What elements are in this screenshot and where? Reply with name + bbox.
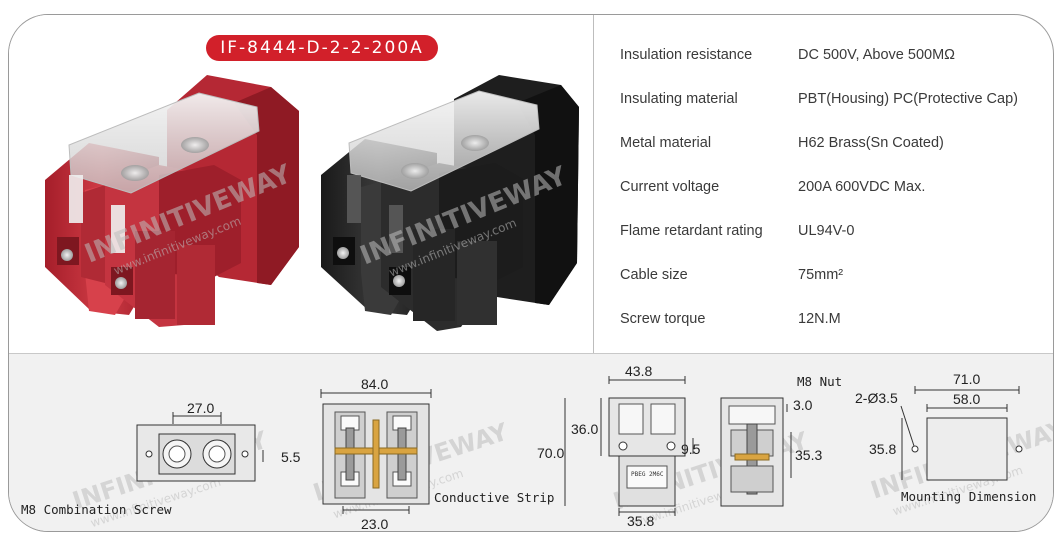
spec-value: 200A 600VDC Max. xyxy=(798,179,926,195)
dim-side-width: 43.8 xyxy=(625,363,652,379)
drawings-canvas: INFINITIVEWAY www.infinitiveway.com INFI… xyxy=(21,363,1053,532)
nut-view-drawing: M8 Nut 3.0 35.3 xyxy=(720,374,842,507)
dim-top-width: 27.0 xyxy=(187,400,214,416)
dim-side-base: 35.8 xyxy=(627,513,654,529)
red-terminal-block xyxy=(45,75,299,327)
dim-mount-height: 35.8 xyxy=(869,441,896,457)
spec-label: Screw torque xyxy=(620,311,706,327)
product-photo-pane: IF-8444-D-2-2-200A xyxy=(9,15,593,353)
dim-section-length: 84.0 xyxy=(361,376,388,392)
vertical-divider xyxy=(593,15,594,353)
spec-value: UL94V-0 xyxy=(798,223,855,239)
spec-row: Insulation resistance DC 500V, Above 500… xyxy=(620,47,1040,67)
section-view-drawing: 84.0 23.0 Conductive Strip xyxy=(320,376,554,532)
spec-label: Flame retardant rating xyxy=(620,223,763,239)
spec-row: Screw torque 12N.M xyxy=(620,311,1040,331)
dim-top-slot: 5.5 xyxy=(281,449,301,465)
black-terminal-block xyxy=(321,75,579,331)
spec-label: Current voltage xyxy=(620,179,720,195)
spec-value: PBT(Housing) PC(Protective Cap) xyxy=(798,91,1018,107)
spec-value: DC 500V, Above 500MΩ xyxy=(798,47,956,63)
spec-label: Metal material xyxy=(620,135,712,151)
dim-side-offset: 9.5 xyxy=(681,441,701,457)
spec-value: H62 Brass(Sn Coated) xyxy=(798,135,944,151)
spec-label: Insulating material xyxy=(620,91,738,107)
caption-conductive-strip: Conductive Strip xyxy=(434,490,554,505)
top-area: IF-8444-D-2-2-200A xyxy=(9,15,1053,353)
spec-value: 12N.M xyxy=(798,311,841,327)
dim-mount-holes: 2-Ø3.5 xyxy=(855,390,898,406)
top-view-drawing: 27.0 5.5 M8 Combination Screw xyxy=(21,400,301,517)
spec-label: Cable size xyxy=(620,267,688,283)
spec-row: Insulating material PBT(Housing) PC(Prot… xyxy=(620,91,1040,111)
dim-nut-height: 35.3 xyxy=(795,447,822,463)
product-photo: INFINITIVEWAY www.infinitiveway.com INFI… xyxy=(45,75,579,331)
side-label: PBEG 2M6C xyxy=(631,471,664,478)
technical-drawings: INFINITIVEWAY www.infinitiveway.com INFI… xyxy=(9,353,1053,532)
side-view-drawing: 43.8 PBEG 2M6C 36.0 70.0 9.5 35.8 xyxy=(537,363,701,529)
caption-combination-screw: M8 Combination Screw xyxy=(21,502,172,517)
spec-value: 75mm² xyxy=(798,267,844,283)
dim-mount-hole-pitch: 58.0 xyxy=(953,391,980,407)
dim-mount-overall: 71.0 xyxy=(953,371,980,387)
product-card: IF-8444-D-2-2-200A xyxy=(8,14,1054,532)
model-badge: IF-8444-D-2-2-200A xyxy=(206,35,438,61)
caption-m8-nut: M8 Nut xyxy=(797,374,842,389)
spec-row: Cable size 75mm² xyxy=(620,267,1040,287)
spec-row: Metal material H62 Brass(Sn Coated) xyxy=(620,135,1040,155)
dim-side-height-total: 70.0 xyxy=(537,445,564,461)
mounting-dimension-drawing: 71.0 58.0 35.8 2-Ø3.5 Mounting Dimension xyxy=(855,371,1036,504)
dim-side-height-upper: 36.0 xyxy=(571,421,598,437)
spec-row: Current voltage 200A 600VDC Max. xyxy=(620,179,1040,199)
specification-list: Insulation resistance DC 500V, Above 500… xyxy=(594,15,1053,353)
dim-section-pitch: 23.0 xyxy=(361,516,388,532)
caption-mounting-dimension: Mounting Dimension xyxy=(901,489,1036,504)
spec-label: Insulation resistance xyxy=(620,47,753,63)
dim-nut-top: 3.0 xyxy=(793,397,813,413)
spec-row: Flame retardant rating UL94V-0 xyxy=(620,223,1040,243)
